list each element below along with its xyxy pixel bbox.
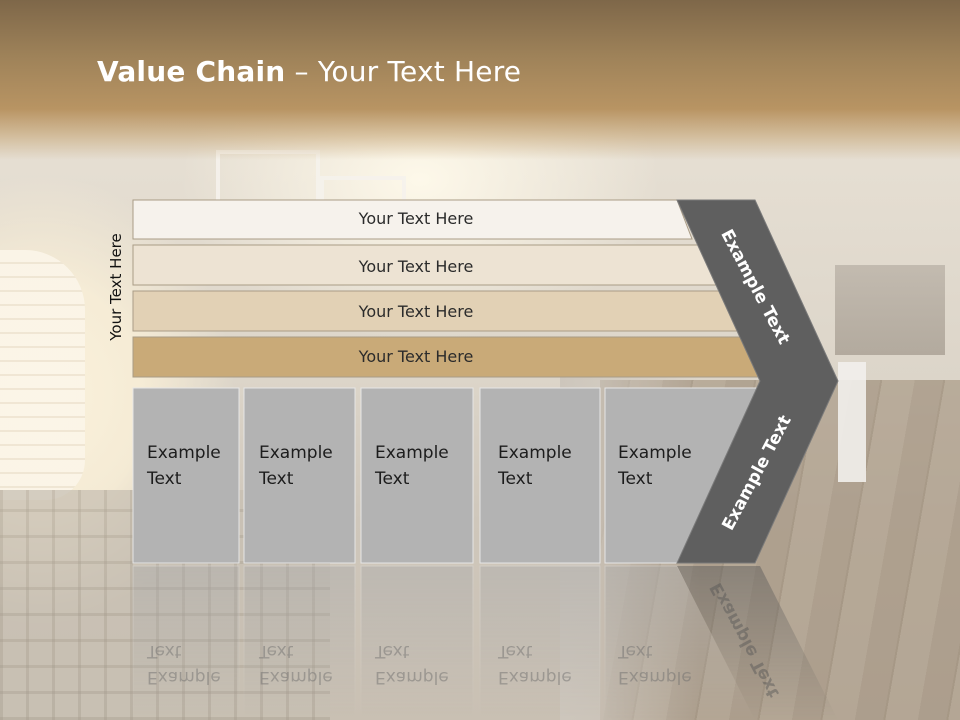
background-lamp — [0, 250, 85, 500]
activity-box-text-2: Example Text — [259, 440, 333, 492]
box-line: Text — [618, 469, 653, 489]
slide-title[interactable]: Value Chain – Your Text Here — [97, 55, 521, 88]
reflection-text: Example Text — [147, 638, 221, 690]
activity-box-text-4: Example Text — [498, 440, 572, 492]
background-stand — [838, 362, 866, 482]
band-label-2: Your Text Here — [358, 257, 474, 276]
activity-box-2[interactable] — [243, 387, 356, 564]
box-line: Example — [375, 443, 449, 463]
band-label-4: Your Text Here — [358, 347, 474, 366]
reflection-text: Example Text — [259, 638, 333, 690]
box-line: Example — [375, 667, 449, 687]
box-line: Text — [147, 469, 182, 489]
activity-box-text-5: Example Text — [618, 440, 692, 492]
title-banner — [0, 0, 960, 160]
title-rest: – Your Text Here — [285, 55, 522, 88]
activity-box-1[interactable] — [132, 387, 240, 564]
band-label-1: Your Text Here — [358, 209, 474, 228]
reflection-text: Example Text — [498, 638, 572, 690]
reflection-text: Example Text — [618, 638, 692, 690]
box-line: Example — [259, 443, 333, 463]
box-line: Example — [498, 443, 572, 463]
box-line: Example — [147, 667, 221, 687]
activity-box-text-1: Example Text — [147, 440, 221, 492]
band-1[interactable] — [132, 199, 693, 240]
margin-chevron[interactable] — [676, 199, 839, 564]
reflection-text: Example Text — [375, 638, 449, 690]
activity-box-text-3: Example Text — [375, 440, 449, 492]
band-label-3: Your Text Here — [358, 302, 474, 321]
activity-box-4[interactable] — [479, 387, 601, 564]
box-line: Example — [259, 667, 333, 687]
box-line: Text — [498, 641, 533, 661]
box-line: Example — [618, 443, 692, 463]
box-line: Example — [498, 667, 572, 687]
title-bold: Value Chain — [97, 55, 286, 88]
background-cabinet — [835, 265, 945, 355]
box-line: Text — [259, 469, 294, 489]
box-line: Example — [147, 443, 221, 463]
box-line: Text — [375, 641, 410, 661]
box-line: Text — [498, 469, 533, 489]
activity-box-3[interactable] — [360, 387, 474, 564]
box-line: Text — [618, 641, 653, 661]
box-line: Text — [375, 469, 410, 489]
box-line: Example — [618, 667, 692, 687]
diagram-reflection — [132, 565, 838, 720]
box-line: Text — [147, 641, 182, 661]
box-line: Text — [259, 641, 294, 661]
